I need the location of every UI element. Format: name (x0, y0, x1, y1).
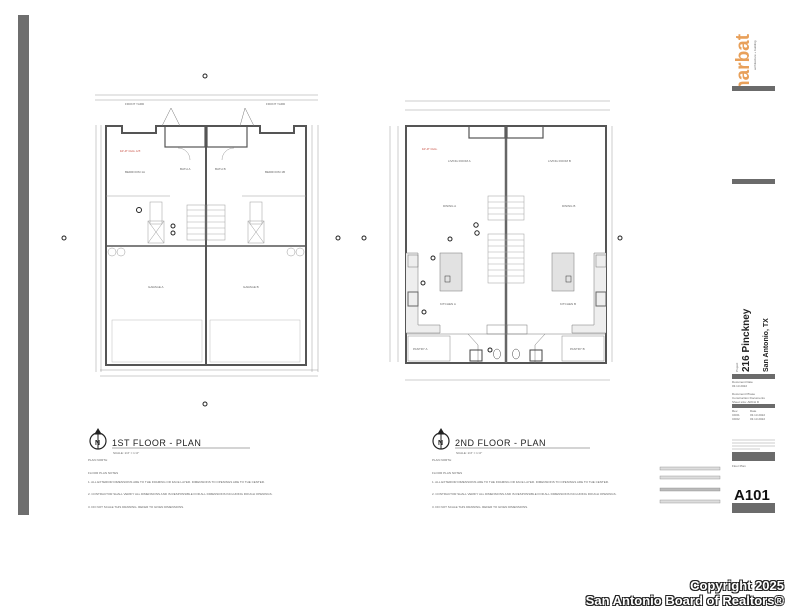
copyright-owner: San Antonio Board of Realtors® (585, 593, 784, 608)
revision-number: CD01 (732, 413, 740, 417)
room-label: BATH B (215, 167, 226, 171)
copyright-line: Copyright 2025 (690, 578, 784, 593)
sheet-border-bar (18, 15, 29, 515)
firm-logo: harbat (733, 33, 754, 92)
sheet-size: Sheet size: ARCH D (732, 400, 760, 404)
note: 3. DO NOT SCALE THIS DRAWING. REFER TO G… (88, 505, 184, 509)
note: 3. DO NOT SCALE THIS DRAWING. REFER TO G… (432, 505, 528, 509)
plan-title: 2ND FLOOR - PLAN (455, 438, 546, 448)
rev-header: Rev. (732, 409, 738, 413)
sheet-number: A101 (734, 487, 770, 504)
room-label: PANTRY B (570, 347, 585, 351)
note: 1. ALL EXTERIOR DIMENSIONS ARE TO THE FR… (432, 480, 609, 484)
plan-scale: SCALE: 1/4" = 1'-0" (113, 451, 139, 455)
note: 1. ALL EXTERIOR DIMENSIONS ARE TO THE FR… (88, 480, 265, 484)
first-floor-title-block: N 1ST FLOOR - PLAN SCALE: 1/4" = 1'-0" P… (88, 428, 273, 509)
plan-north-label: PLAN NORTH (432, 458, 451, 462)
dimension-note-red: 10'-0" CLG. HT. (120, 149, 141, 153)
svg-text:N: N (95, 440, 100, 447)
title-block: harbat architecture + building Project 2… (732, 33, 775, 513)
sheet-title: Floor Plan (732, 464, 746, 468)
project-label: Project (735, 362, 739, 372)
room-label: BATH A (180, 167, 190, 171)
second-floor-plan (361, 100, 623, 381)
plan-north-label: PLAN NORTH (88, 458, 107, 462)
second-floor-title-block: N 2ND FLOOR - PLAN SCALE: 1/4" = 1'-0" P… (432, 428, 617, 509)
revision-date: 03.13.2022 (750, 417, 765, 421)
room-label: FRONT YARD (266, 102, 286, 106)
svg-text:N: N (438, 440, 443, 447)
room-label: GARAGE B (243, 285, 259, 289)
note: 2. CONTRACTOR SHALL VERIFY ALL DIMENSION… (88, 492, 273, 496)
notes-title: FLOOR PLAN NOTES (432, 471, 462, 475)
dimension-note-red: 10'-0" CLG. (422, 147, 438, 151)
project-location: San Antonio, TX (763, 318, 770, 372)
notes-title: FLOOR PLAN NOTES (88, 471, 118, 475)
room-label: LIVING ROOM A (448, 159, 471, 163)
document-phase: Construction Documents (732, 396, 765, 400)
room-label: PANTRY A (413, 347, 428, 351)
plan-scale: SCALE: 1/4" = 1'-0" (456, 451, 482, 455)
document-date: 03.13.2022 (732, 384, 747, 388)
room-label: LIVING ROOM B (548, 159, 571, 163)
room-label: DINING A (443, 204, 456, 208)
room-label: KITCHEN A (440, 302, 456, 306)
project-name: 216 Pinckney (741, 308, 752, 372)
revision-date: 03.13.2022 (750, 413, 765, 417)
date-header: Date (750, 409, 757, 413)
first-floor-plan (61, 73, 341, 407)
revision-number: CD02 (732, 417, 740, 421)
document-phase-label: Document Phase (732, 392, 755, 396)
room-label: BEDROOM 1B (265, 170, 285, 174)
firm-tagline: architecture + building (753, 40, 757, 70)
room-label: FRONT YARD (125, 102, 145, 106)
document-date-label: Document Date (732, 380, 753, 384)
room-label: BEDROOM 1A (125, 170, 145, 174)
plan-title: 1ST FLOOR - PLAN (112, 438, 201, 448)
room-label: KITCHEN B (560, 302, 576, 306)
room-label: GARAGE A (148, 285, 164, 289)
wall-legend (659, 466, 721, 504)
copyright-watermark: Copyright 2025 San Antonio Board of Real… (586, 578, 784, 608)
note: 2. CONTRACTOR SHALL VERIFY ALL DIMENSION… (432, 492, 617, 496)
room-label: DINING B (562, 204, 575, 208)
